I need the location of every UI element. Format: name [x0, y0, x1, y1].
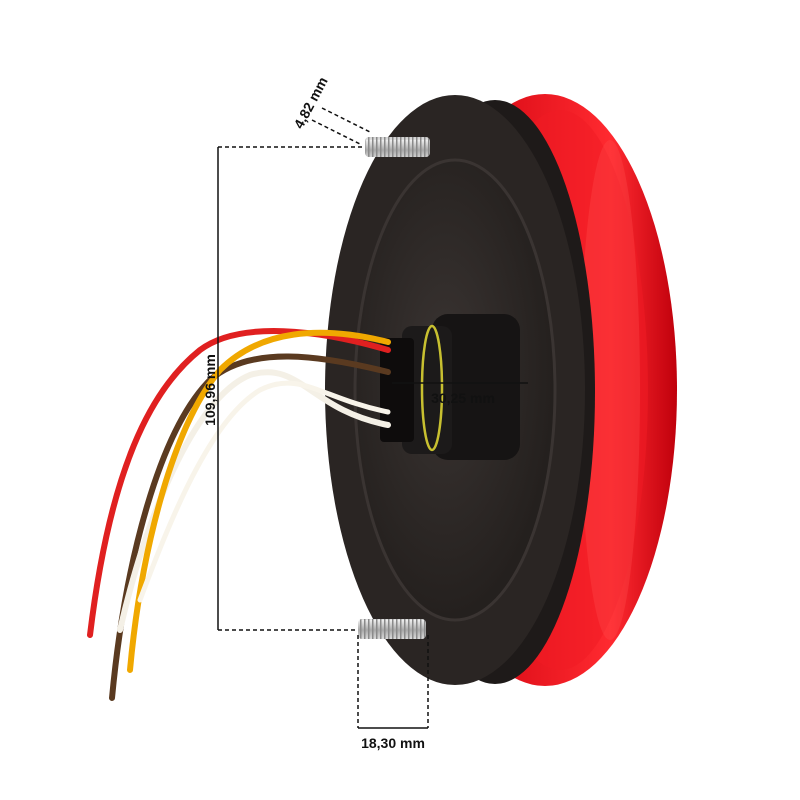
wire-yellow: [127, 329, 391, 673]
bottom-bolt: [358, 619, 426, 639]
bolt-length-label: 18,30 mm: [361, 735, 425, 751]
wire-harness: [87, 328, 391, 701]
connector-width-label: 30,25 mm: [431, 390, 495, 406]
wire-white: [117, 369, 391, 633]
bolt-diameter-label: 4,82 mm: [290, 74, 330, 131]
top-bolt: [365, 137, 430, 157]
height-dimension-label: 109,96 mm: [202, 354, 218, 426]
connector-plug: [380, 314, 520, 460]
dimension-lines: [217, 107, 528, 729]
